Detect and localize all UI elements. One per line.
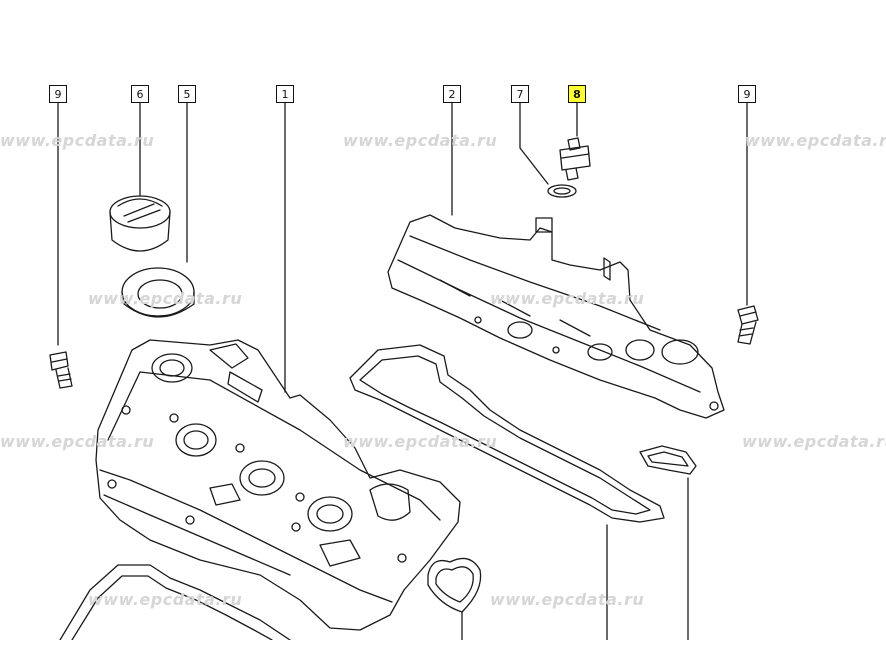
callout-9-left[interactable]: 9 xyxy=(49,85,67,103)
callout-1[interactable]: 1 xyxy=(276,85,294,103)
watermark-text: www.epcdata.ru xyxy=(0,432,155,451)
gasket-bottom-left-drawing xyxy=(59,564,291,641)
watermark-text: www.epcdata.ru xyxy=(745,131,886,150)
valve-cover-right-drawing xyxy=(387,214,725,419)
watermark-text: www.epcdata.ru xyxy=(0,131,155,150)
sensor-drawing xyxy=(559,137,591,181)
oil-cap-drawing xyxy=(109,195,171,252)
leader-lines xyxy=(57,102,748,641)
bolt-left-drawing xyxy=(49,351,73,389)
watermark-text: www.epcdata.ru xyxy=(343,432,498,451)
o-ring-drawing xyxy=(547,184,577,198)
callout-8-highlighted[interactable]: 8 xyxy=(568,85,586,103)
heart-seal-drawing xyxy=(427,557,482,613)
watermark-text: www.epcdata.ru xyxy=(742,432,886,451)
small-gasket-drawing xyxy=(639,445,697,475)
callout-6[interactable]: 6 xyxy=(131,85,149,103)
callout-9-right[interactable]: 9 xyxy=(738,85,756,103)
bolt-right-drawing xyxy=(737,305,759,345)
watermark-text: www.epcdata.ru xyxy=(343,131,498,150)
callout-5[interactable]: 5 xyxy=(178,85,196,103)
watermark-text: www.epcdata.ru xyxy=(88,289,243,308)
gasket-right-drawing xyxy=(349,344,665,523)
valve-cover-left-drawing xyxy=(95,339,461,631)
cap-seal-drawing xyxy=(121,267,195,318)
callout-2[interactable]: 2 xyxy=(443,85,461,103)
watermark-text: www.epcdata.ru xyxy=(490,289,645,308)
watermark-text: www.epcdata.ru xyxy=(490,590,645,609)
callout-7[interactable]: 7 xyxy=(511,85,529,103)
watermark-text: www.epcdata.ru xyxy=(88,590,243,609)
